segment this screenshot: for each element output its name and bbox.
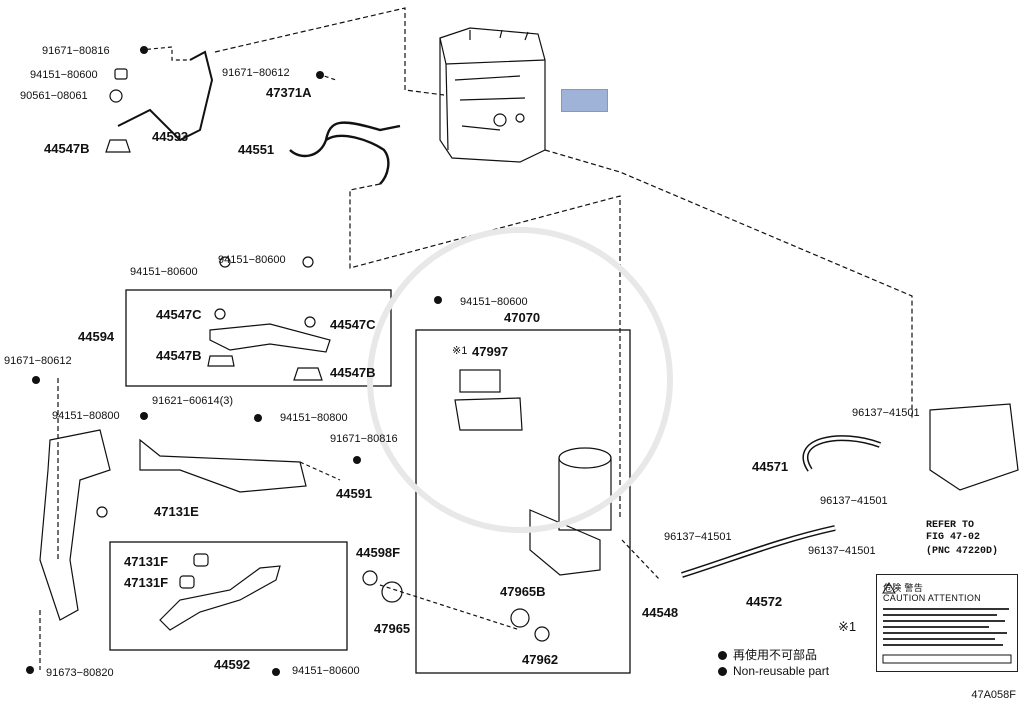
- part-label[interactable]: 44547B: [330, 365, 376, 380]
- caution-text-lines: [882, 582, 1012, 664]
- part-label[interactable]: 44598F: [356, 545, 401, 560]
- part-label[interactable]: 44572: [746, 594, 783, 609]
- part-label[interactable]: 44593: [152, 129, 189, 144]
- part-label[interactable]: 94151−80800: [280, 412, 348, 424]
- part-label[interactable]: 44548: [642, 605, 679, 620]
- part-label[interactable]: 96137−41501: [852, 407, 920, 419]
- part-label[interactable]: 47965B: [500, 584, 546, 599]
- legend-item-jp: 再使用不可部品: [718, 646, 817, 663]
- part-label[interactable]: 47371A: [266, 85, 312, 100]
- caution-title-jp: 危険 警告: [883, 583, 924, 593]
- mark-label: ※1: [452, 345, 468, 357]
- part-label[interactable]: 44547C: [330, 317, 376, 332]
- sticker-mark: ※1: [838, 619, 857, 634]
- highlight-marker[interactable]: [561, 89, 608, 112]
- part-label[interactable]: 44547C: [156, 307, 202, 322]
- part-label[interactable]: 44591: [336, 486, 373, 501]
- figure-code: 47A058F: [971, 689, 1016, 701]
- part-label[interactable]: 47131E: [154, 504, 199, 519]
- part-label[interactable]: 44592: [214, 657, 251, 672]
- part-label[interactable]: 44571: [752, 459, 789, 474]
- part-label[interactable]: 47965: [374, 621, 411, 636]
- refer-note-line2: FIG 47-02: [926, 532, 981, 543]
- part-label[interactable]: 47997: [472, 344, 509, 359]
- part-label[interactable]: 94151−80800: [52, 410, 120, 422]
- part-label[interactable]: 94151−80600: [30, 69, 98, 81]
- part-label[interactable]: 91673−80820: [46, 667, 114, 679]
- part-label[interactable]: 44594: [78, 329, 115, 344]
- part-label[interactable]: 91671−80816: [330, 433, 398, 445]
- part-label[interactable]: 96137−41501: [664, 531, 732, 543]
- part-label[interactable]: 47962: [522, 652, 559, 667]
- part-label[interactable]: 94151−80600: [218, 254, 286, 266]
- part-label[interactable]: 44547B: [44, 141, 90, 156]
- part-label[interactable]: 94151−80600: [130, 266, 198, 278]
- legend-item-en: Non-reusable part: [718, 664, 829, 678]
- refer-note-line1: REFER TO: [926, 520, 975, 531]
- part-label[interactable]: 44547B: [156, 348, 202, 363]
- caution-label-sticker[interactable]: 危険 警告 CAUTION ATTENTION: [876, 574, 1018, 672]
- part-label[interactable]: 47070: [504, 310, 541, 325]
- part-label[interactable]: 91671−80816: [42, 45, 110, 57]
- part-label[interactable]: 94151−80600: [460, 296, 528, 308]
- actuator-drawing: [439, 27, 546, 163]
- part-label[interactable]: 44551: [238, 142, 275, 157]
- part-label[interactable]: 90561−08061: [20, 90, 88, 102]
- bullet-icon: [718, 667, 727, 677]
- part-label[interactable]: 96137−41501: [820, 495, 888, 507]
- part-label[interactable]: 91621−60614(3): [152, 395, 234, 407]
- caution-title-en: CAUTION ATTENTION: [883, 593, 981, 603]
- part-label[interactable]: 47131F: [124, 575, 169, 590]
- bullet-icon: [718, 651, 727, 661]
- part-label[interactable]: 47131F: [124, 554, 169, 569]
- part-label[interactable]: 94151−80600: [292, 665, 360, 677]
- part-label[interactable]: 91671−80612: [222, 67, 290, 79]
- part-label[interactable]: 96137−41501: [808, 545, 876, 557]
- part-label[interactable]: 91671−80612: [4, 355, 72, 367]
- refer-note-line3: (PNC 47220D): [926, 546, 999, 557]
